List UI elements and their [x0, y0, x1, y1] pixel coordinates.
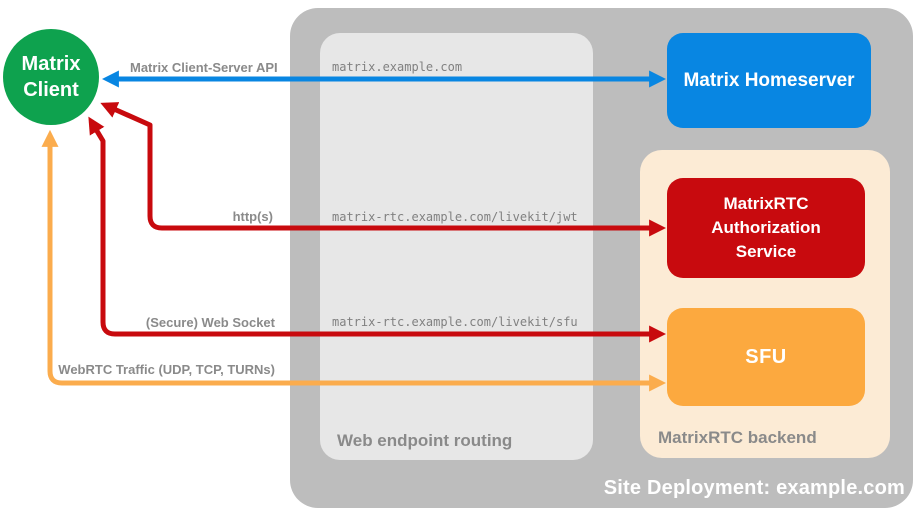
matrixrtc-auth-service-label: MatrixRTC Authorization Service [711, 193, 821, 262]
endpoint-livekit-sfu: matrix-rtc.example.com/livekit/sfu [332, 315, 578, 329]
matrix-homeserver-label: Matrix Homeserver [683, 69, 855, 91]
matrixrtc-auth-service-node: MatrixRTC Authorization Service [667, 178, 865, 278]
web-endpoint-routing-label: Web endpoint routing [337, 431, 513, 450]
https-label: http(s) [232, 209, 273, 224]
matrix-homeserver-node: Matrix Homeserver [667, 33, 871, 128]
web-endpoint-routing-box: Web endpoint routing [320, 33, 593, 460]
sfu-label: SFU [745, 345, 787, 368]
endpoint-livekit-jwt: matrix-rtc.example.com/livekit/jwt [332, 210, 578, 224]
sfu-node: SFU [667, 308, 865, 406]
site-deployment-label: Site Deployment: example.com [603, 477, 905, 499]
endpoint-matrix-example-com: matrix.example.com [332, 60, 463, 74]
matrix-client-node: Matrix Client [3, 29, 99, 125]
websocket-label: (Secure) Web Socket [145, 315, 275, 330]
webrtc-traffic-label: WebRTC Traffic (UDP, TCP, TURNs) [58, 362, 275, 377]
client-server-api-label: Matrix Client-Server API [130, 60, 278, 75]
matrixrtc-backend-label: MatrixRTC backend [658, 428, 817, 447]
